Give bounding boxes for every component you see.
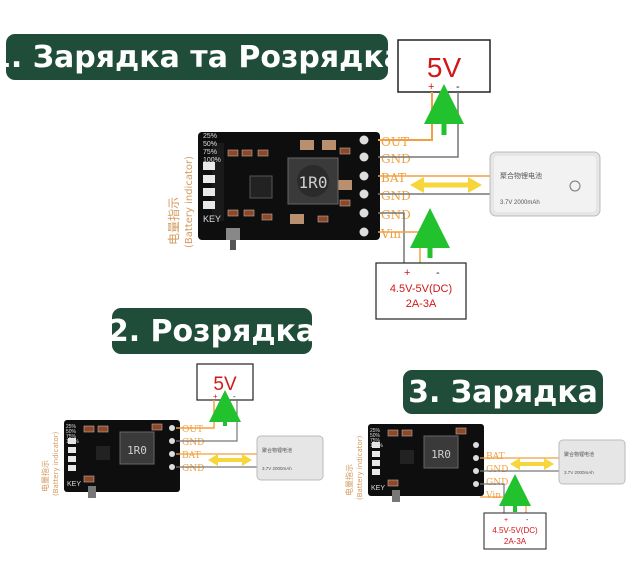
level-25-3: 25% <box>370 428 381 434</box>
level-75: 75% <box>203 149 217 156</box>
battery-label: 3.7V 2000mAh <box>500 200 540 206</box>
board-charge: 1R0 25% 50% 75% 100% KEY <box>368 424 484 502</box>
level-50-3: 50% <box>370 433 381 439</box>
indicator-label-en: (Battery indicator) <box>184 156 195 248</box>
input-voltage: 4.5V-5V(DC) <box>390 283 452 295</box>
battery-label-3: 3.7V 2000mAh <box>564 470 594 475</box>
pin-gnd-1: GND <box>381 152 411 166</box>
pin-vin: Vin <box>380 227 401 241</box>
battery-large: 聚合物锂电池 3.7V 2000mAh <box>489 151 601 217</box>
title-charge-discharge: 1. Зарядка та Розрядка <box>0 34 404 80</box>
output-voltage: 5V <box>427 52 462 83</box>
input-box <box>375 262 467 320</box>
key-label: KEY <box>203 214 221 224</box>
level-100: 100% <box>203 157 221 164</box>
pin-out-2: OUT <box>182 425 203 435</box>
level-50-2: 50% <box>66 429 77 435</box>
level-75-2: 75% <box>66 434 77 440</box>
output-minus: - <box>456 81 460 93</box>
level-100-2: 100% <box>66 439 79 445</box>
output-plus-2: + <box>213 392 218 401</box>
output-voltage-2: 5V <box>213 374 237 395</box>
inductor-label-3: 1R0 <box>431 448 451 461</box>
pin-gnd-2a: GND <box>182 438 204 448</box>
pin-bat-3: BAT <box>486 452 505 462</box>
battery-brand-3: 聚合物锂电池 <box>564 451 594 458</box>
pin-gnd-2: GND <box>381 189 411 203</box>
level-100-3: 100% <box>370 443 383 449</box>
indicator-label-cn-3: 电量指示 <box>344 464 354 496</box>
input-minus: - <box>436 267 440 279</box>
level-25: 25% <box>203 133 217 140</box>
output-minus-2: - <box>233 392 236 401</box>
input-voltage-3: 4.5V-5V(DC) <box>492 526 538 535</box>
battery-charge: 聚合物锂电池 3.7V 2000mAh <box>558 439 626 485</box>
input-plus: + <box>404 267 410 279</box>
battery-label-2: 3.7V 2000mAh <box>262 466 292 471</box>
inductor-label-2: 1R0 <box>127 444 147 457</box>
output-plus: + <box>428 81 434 93</box>
battery-brand-2: 聚合物锂电池 <box>262 447 292 454</box>
level-50: 50% <box>203 141 217 148</box>
inductor-label: 1R0 <box>299 173 328 192</box>
board-large: 1R0 25% 50% 75% 100% KEY <box>198 132 380 250</box>
indicator-label-en-3: (Battery indicator) <box>356 435 364 500</box>
input-current-3: 2A-3A <box>504 537 527 546</box>
title-charge: 3. Зарядка <box>403 370 603 414</box>
input-plus-3: + <box>504 517 508 524</box>
title-discharge: 2. Розрядка <box>108 308 316 354</box>
battery-brand: 聚合物锂电池 <box>500 171 542 180</box>
board-discharge: 1R0 25% 50% 75% 100% KEY <box>64 420 180 498</box>
indicator-label-cn: 电量指示 <box>166 197 181 245</box>
level-25-2: 25% <box>66 424 77 430</box>
indicator-label-cn-2: 电量指示 <box>40 460 50 492</box>
pin-bat: BAT <box>381 171 406 185</box>
output-5v-box <box>397 39 491 93</box>
pin-gnd-3a: GND <box>486 465 508 475</box>
input-minus-3: - <box>526 517 529 524</box>
pin-gnd-3: GND <box>381 208 411 222</box>
battery-discharge: 聚合物锂电池 3.7V 2000mAh <box>256 435 324 481</box>
indicator-label-en-2: (Battery indicator) <box>52 431 60 496</box>
pin-out: OUT <box>381 135 409 149</box>
pin-gnd-2b: GND <box>182 464 204 474</box>
input-box-3 <box>483 512 547 550</box>
pin-gnd-3b: GND <box>486 478 508 488</box>
pin-vin-3: Vin <box>485 491 501 501</box>
level-75-3: 75% <box>370 438 381 444</box>
pin-bat-2: BAT <box>182 451 201 461</box>
input-current: 2A-3A <box>406 298 437 310</box>
key-label-2: KEY <box>67 481 81 488</box>
key-label-3: KEY <box>371 485 385 492</box>
